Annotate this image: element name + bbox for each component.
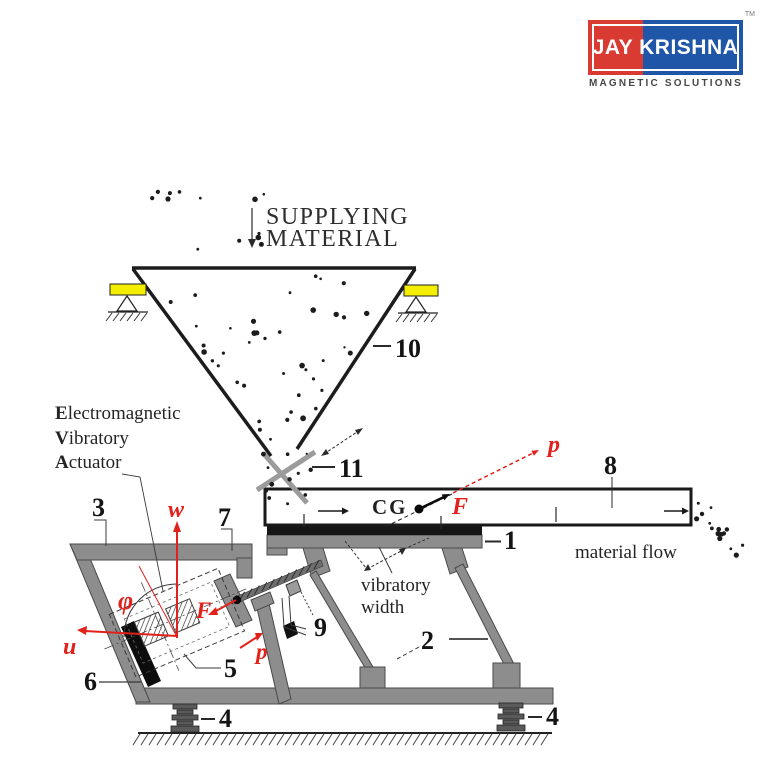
part-5: 5: [224, 654, 237, 683]
trough-mount-black-strip: [267, 526, 482, 535]
vector-F-small-label: F: [195, 598, 211, 623]
part-6: 6: [84, 667, 97, 696]
housing-top-bar: [69, 543, 253, 561]
material-flow-label: material flow: [575, 542, 677, 563]
deflection-u-arrow: [84, 630, 178, 637]
pivot-bar-left: [109, 283, 147, 296]
supply-label-line1: SUPPLYING: [266, 204, 409, 230]
hopper-assembly: [105, 208, 439, 505]
part-1: 1: [504, 526, 517, 555]
hopper-left-wall: [131, 267, 273, 458]
hopper-right-wall: [295, 268, 417, 450]
phi-angle-arc: [123, 583, 178, 638]
part-8: 8: [604, 451, 617, 480]
rod-pivot-dot: [232, 595, 242, 605]
vector-u-label: u: [63, 634, 76, 660]
vibration-direction-arrow: [321, 428, 363, 456]
logo-tagline: MAGNETIC SOLUTIONS: [588, 78, 744, 89]
vibratory-width-line2: width: [361, 597, 405, 618]
part-7: 7: [218, 503, 231, 532]
momentum-p-arrow: [452, 450, 539, 494]
pin-support-right: [404, 295, 428, 313]
part-10: 10: [395, 334, 421, 363]
part-4-left: 4: [219, 704, 232, 733]
vibratory-width-line1: vibratory: [361, 575, 431, 596]
trough: [263, 487, 693, 527]
momentum-p-small-arrow: [239, 636, 258, 649]
actuator-caption-line3: Actuator: [55, 452, 122, 473]
inner-wall-cap: [250, 591, 275, 612]
spring-right: [496, 702, 526, 732]
vector-F-label: F: [451, 494, 468, 520]
logo-inner-border: [592, 24, 739, 71]
isolation-springs: [170, 702, 542, 733]
trademark-symbol: TM: [744, 11, 755, 18]
actuator-vectors: [77, 521, 263, 649]
vector-p-small-label: p: [254, 639, 268, 664]
vector-p-label: p: [546, 432, 560, 458]
vibratory-width-mark: [344, 537, 430, 574]
actuator-caption-line1: Electromagnetic: [55, 403, 181, 424]
pin-support-left: [115, 294, 139, 312]
part-11: 11: [339, 454, 364, 483]
housing-hook: [236, 557, 253, 579]
actuator-caption-line2: Vibratory: [55, 428, 129, 449]
base-plate: [135, 687, 554, 705]
diagram-text: SUPPLYING MATERIAL Electromagnetic Vibra…: [55, 204, 677, 733]
flexible-joint: [255, 449, 317, 505]
supply-arrow: [248, 208, 256, 248]
part-4-right: 4: [546, 702, 559, 731]
housing-left-wall: [69, 543, 151, 703]
cg-dot: [414, 504, 424, 514]
adjust-bolt: [281, 579, 315, 636]
trough-mount-step: [266, 547, 288, 556]
ground: [132, 732, 552, 746]
armature-plate: [121, 621, 161, 687]
leg-foot-a: [359, 666, 386, 689]
force-F-arrow: [420, 495, 445, 510]
leg-foot-b: [492, 662, 521, 689]
leader-lines: [94, 473, 488, 683]
electromagnet-core: [104, 567, 248, 678]
part-9: 9: [314, 613, 327, 642]
spring-left: [170, 703, 200, 733]
base-assembly: [69, 534, 554, 705]
part-2: 2: [421, 626, 434, 655]
material-particles: [150, 189, 745, 558]
leaf-spring-leg-b: [454, 563, 516, 671]
supply-label-line2: MATERIAL: [266, 226, 399, 252]
phi-reference-line: [138, 565, 178, 638]
part-3: 3: [92, 493, 105, 522]
angle-phi-label: φ: [118, 586, 133, 615]
pivot-bar-right: [403, 284, 439, 297]
cg-label: CG: [372, 495, 408, 519]
trough-mount-bar: [266, 534, 483, 549]
vector-w-label: w: [168, 497, 185, 523]
trough-assembly: [263, 450, 693, 543]
force-F-small-arrow: [213, 599, 237, 613]
